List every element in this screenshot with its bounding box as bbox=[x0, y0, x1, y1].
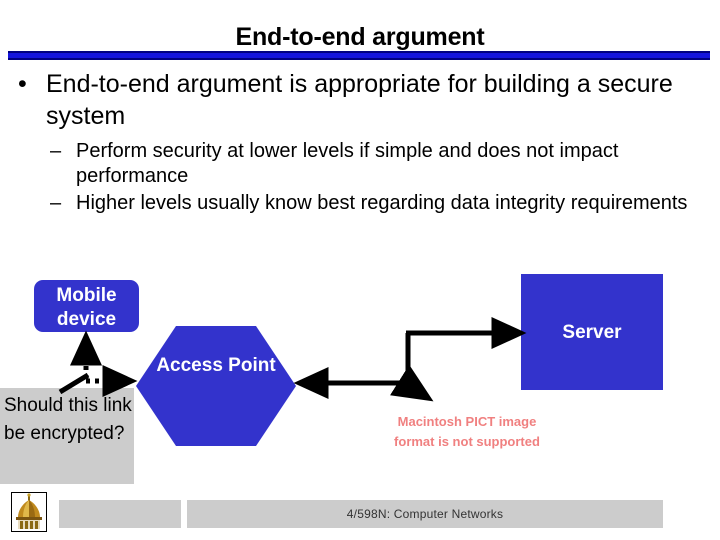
callout-text: Should this link be encrypted? bbox=[4, 395, 132, 444]
page-title: End-to-end argument bbox=[235, 23, 485, 51]
bullet-level1-text: End-to-end argument is appropriate for b… bbox=[46, 70, 673, 130]
bullet-marker-icon: • bbox=[18, 70, 27, 98]
dash-marker-icon: – bbox=[50, 192, 62, 214]
footer-text: 4/598N: Computer Networks bbox=[346, 507, 504, 521]
golden-dome-logo-icon bbox=[11, 492, 47, 532]
list-item: – Perform security at lower levels if si… bbox=[50, 139, 690, 189]
node-server-shape bbox=[521, 274, 663, 390]
pict-placeholder-text: Macintosh PICT image format is not suppo… bbox=[394, 414, 540, 449]
bullet-level2-text: Higher levels usually know best regardin… bbox=[76, 192, 688, 214]
footer-bar-main bbox=[187, 500, 663, 528]
title-divider bbox=[8, 51, 710, 60]
list-item: – Higher levels usually know best regard… bbox=[50, 191, 690, 216]
node-mobile-device: Mobile device bbox=[34, 280, 139, 332]
bullet-sublist: – Perform security at lower levels if si… bbox=[50, 139, 690, 218]
bullet-level1: • End-to-end argument is appropriate for… bbox=[18, 68, 690, 132]
callout-box bbox=[0, 388, 134, 484]
node-server-label: Server bbox=[562, 322, 622, 343]
bullet-level2-text: Perform security at lower levels if simp… bbox=[76, 140, 619, 187]
dash-marker-icon: – bbox=[50, 140, 62, 162]
node-access-point-shape bbox=[136, 326, 296, 446]
footer-bar-left bbox=[59, 500, 181, 528]
